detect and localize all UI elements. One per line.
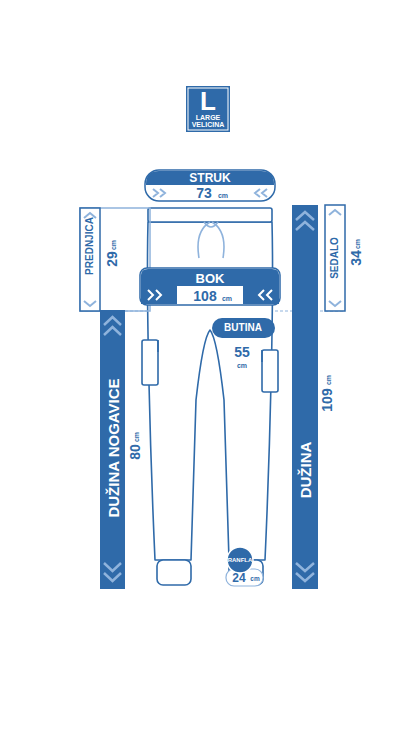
measure-name: DUŽINA: [298, 442, 313, 499]
measure-value: cm: [222, 295, 232, 302]
cuff-value-band: [226, 569, 263, 586]
measure-name: SEDALO: [330, 237, 340, 279]
measure-band: BUTINA 55 cm: [212, 318, 275, 371]
hip-band: [140, 268, 280, 305]
measure-bracket: PREDNJICA 29cm: [80, 208, 150, 312]
measure-value: 29: [105, 251, 119, 267]
front-rise-bar: [80, 208, 100, 311]
measure-bar: DUŽINA NOGAVICE 80 cm: [100, 308, 146, 590]
cuff: [157, 560, 191, 585]
measure-value: cm: [354, 239, 361, 249]
waist-band-head: [146, 171, 274, 185]
badge-frame: [188, 88, 228, 130]
measure-name: L: [200, 88, 216, 114]
measure-band: STRUK 73 cm: [145, 168, 275, 202]
measure-name: STRUK: [189, 172, 230, 184]
thigh-value-ground: [226, 338, 259, 370]
measure-bar: SEDALO 34cm: [325, 205, 370, 313]
measure-bar: DUŽINA 109 cm: [290, 320, 336, 590]
measure-badge: RANFLA 24 cm: [226, 547, 266, 587]
size-badge: [186, 86, 230, 132]
measure-name: PREDNJICA: [85, 217, 95, 275]
chevrons: [84, 213, 96, 306]
measure-name: BOK: [196, 272, 225, 285]
waist-band: [145, 170, 275, 201]
measure-value: 109: [320, 388, 334, 411]
seat-bar: [325, 205, 345, 311]
cargo-pocket: [262, 350, 278, 392]
hip-band-end: [141, 286, 177, 304]
cuff-badge: [227, 547, 253, 573]
measure-value: 34: [349, 250, 363, 266]
measure-value: cm: [250, 576, 259, 583]
drawstring: [198, 222, 210, 258]
measure-value: 80: [128, 444, 142, 460]
pocket-flap: [261, 350, 263, 362]
drawstring: [212, 222, 224, 258]
measure-band: BOK 108 cm: [140, 266, 280, 306]
measure-value: cm: [218, 192, 228, 199]
size-badge: LLARGE VELICINA: [186, 86, 230, 132]
hip-band-head: [141, 269, 279, 286]
cargo-pocket: [142, 340, 158, 385]
measure-value: cm: [237, 362, 247, 369]
measure-value: cm: [133, 432, 140, 442]
measure-name: RANFLA: [228, 557, 253, 563]
measure-value: 73: [196, 186, 212, 200]
measure-value: 108: [193, 289, 216, 303]
measure-value: cm: [325, 375, 332, 385]
pants: [142, 208, 278, 585]
measure-value: cm: [110, 240, 117, 250]
chevrons: [329, 210, 341, 306]
measure-value: 24: [232, 572, 245, 584]
pocket-flap: [157, 340, 159, 352]
chevrons: [296, 212, 314, 581]
measure-value: 55: [234, 345, 250, 359]
waistband: [148, 208, 272, 222]
measure-name: DUŽINA NOGAVICE: [105, 378, 120, 517]
drawstring-knot: [204, 222, 218, 227]
hip-band-end: [243, 286, 279, 304]
thigh-band: [212, 318, 275, 338]
measure-value: LARGE VELICINA: [188, 114, 228, 129]
measure-name: BUTINA: [224, 323, 262, 333]
chevrons: [104, 317, 121, 581]
inseam-bar: [100, 310, 125, 589]
length-bar: [292, 205, 318, 589]
